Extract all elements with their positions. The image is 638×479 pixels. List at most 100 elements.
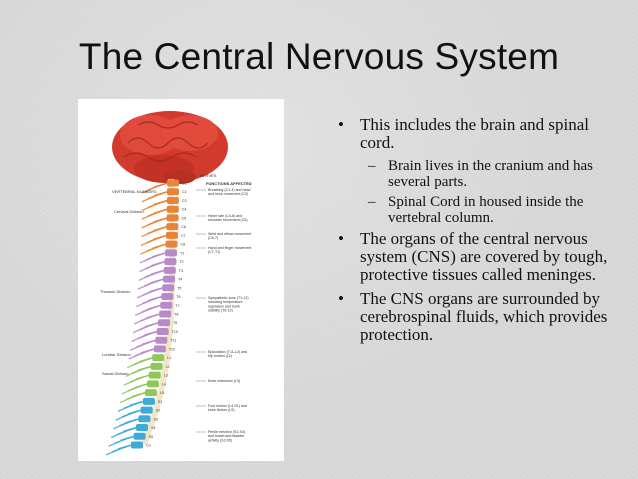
- nerve-branch: [105, 444, 133, 456]
- vertebra-label: S2: [156, 409, 160, 413]
- vertebra-t12: [153, 345, 166, 353]
- function-note: Hand and finger movement(C7-T1): [208, 246, 251, 254]
- bullet-text: The CNS organs are surrounded by cerebro…: [360, 289, 608, 344]
- sub-bullet-item: – Brain lives in the cranium and has sev…: [334, 158, 624, 190]
- slide-title: The Central Nervous System: [78, 36, 560, 77]
- vertebra-label: C3: [182, 199, 187, 203]
- bullet-mark: •: [338, 289, 344, 308]
- vertebra-label: T2: [179, 260, 183, 264]
- vertebra-c6: [166, 223, 179, 231]
- nerve-branch: [113, 418, 140, 430]
- vertebra-t3: [163, 266, 176, 274]
- sub-bullet-mark: –: [368, 158, 376, 174]
- nerve-branch: [133, 313, 161, 325]
- nerve-branch: [141, 199, 169, 212]
- vertebra-label: T3: [179, 269, 183, 273]
- nerve-branch: [123, 374, 150, 386]
- nerve-branch: [139, 252, 167, 264]
- vertebra-co: [131, 441, 143, 449]
- sub-bullet-text: Brain lives in the cranium and has sever…: [388, 158, 593, 190]
- vertebra-label: T9: [173, 321, 177, 325]
- vertebra-t1: [165, 249, 178, 257]
- nerve-branch: [132, 322, 160, 334]
- nerve-branch: [130, 339, 157, 351]
- vertebra-label: C7: [181, 234, 186, 238]
- vertebra-label: L4: [162, 382, 166, 386]
- vertebra-label: T10: [172, 330, 178, 334]
- vertebra-label: C2: [182, 190, 187, 194]
- thoracic-division-label: Thoracic Division: [100, 289, 130, 294]
- brain-illustration: [112, 111, 228, 184]
- vertebra-label: Co: [146, 444, 151, 448]
- nerve-branch: [137, 278, 165, 290]
- vertebra-s5: [133, 432, 146, 440]
- vertebra-c1: [167, 179, 179, 187]
- vertebra-label: C6: [181, 225, 186, 229]
- nerve-branch: [119, 391, 147, 404]
- vertebra-label: L5: [160, 391, 164, 395]
- vertebra-label: C5: [182, 216, 187, 220]
- vertebra-s1: [142, 397, 155, 405]
- vertebra-label: T12: [169, 347, 175, 351]
- vertebra-c4: [166, 205, 179, 213]
- function-note: Knee extension (L3): [208, 379, 240, 383]
- nerve-branch: [140, 243, 167, 255]
- vertebra-label: C8: [181, 243, 186, 247]
- bullet-item: • The organs of the central nervous syst…: [334, 230, 624, 284]
- vertebra-label: T7: [175, 304, 179, 308]
- nerve-branch: [121, 383, 149, 395]
- vertebra-s3: [138, 415, 151, 423]
- vertebra-label: C4: [182, 208, 187, 212]
- vertebra-t10: [156, 327, 169, 335]
- vertebra-c8: [165, 240, 178, 248]
- nerve-branch: [140, 234, 168, 247]
- vertebra-l2: [150, 362, 163, 370]
- function-note: Wrist and elbow movement(C6-7): [208, 232, 251, 240]
- nerve-branch: [141, 225, 168, 238]
- vertebra-t8: [159, 310, 172, 318]
- sub-bullet-mark: –: [368, 194, 376, 210]
- vertebra-t7: [160, 301, 173, 309]
- bullet-item: • The CNS organs are surrounded by cereb…: [334, 290, 624, 344]
- nerve-branch: [110, 426, 138, 439]
- vertebra-label: S1: [158, 400, 162, 404]
- vertebra-l1: [152, 354, 165, 362]
- vertebra-label: L3: [164, 374, 168, 378]
- nerve-branch: [131, 330, 158, 343]
- sacral-division-label: Sacral Division: [102, 371, 128, 376]
- bullet-mark: •: [338, 115, 344, 134]
- vertebra-t11: [155, 336, 168, 344]
- vertebra-c2: [166, 188, 179, 196]
- nerve-branch: [128, 348, 155, 360]
- nerve-branch: [125, 365, 152, 378]
- vertebra-label: C1: [182, 182, 187, 186]
- vertebra-s4: [136, 424, 149, 432]
- vertebra-t9: [157, 319, 170, 327]
- nerve-branch: [117, 400, 145, 412]
- vertebra-t2: [164, 258, 177, 266]
- sub-bullet-text: Spinal Cord in housed inside the vertebr…: [388, 194, 584, 226]
- vertebra-label: T4: [178, 278, 182, 282]
- nerve-branch: [134, 304, 162, 316]
- bullet-list: • This includes the brain and spinal cor…: [334, 116, 624, 350]
- vertebra-label: T1: [180, 251, 184, 255]
- vertebra-l3: [148, 371, 161, 379]
- vertebra-label: S5: [149, 435, 153, 439]
- nerve-branch: [135, 295, 163, 308]
- nerve-branch: [141, 217, 168, 229]
- vertebra-t5: [162, 284, 175, 292]
- nerve-branch: [138, 269, 165, 281]
- nerve-branch: [115, 409, 142, 421]
- lumbar-division-label: Lumbar Division: [102, 352, 131, 357]
- vertebra-label: L2: [166, 365, 170, 369]
- nerve-branch: [136, 287, 164, 299]
- nerves-header: NERVES: [200, 173, 217, 178]
- vertebra-l4: [146, 380, 159, 388]
- function-note: Sympathetic tone (T1-12)including temper…: [208, 296, 249, 313]
- vertebral-numbers-label: VERTEBRAL NUMBERS: [112, 189, 157, 194]
- nerves-group: [105, 182, 169, 456]
- cervical-division-label: Cervical Division: [114, 209, 144, 214]
